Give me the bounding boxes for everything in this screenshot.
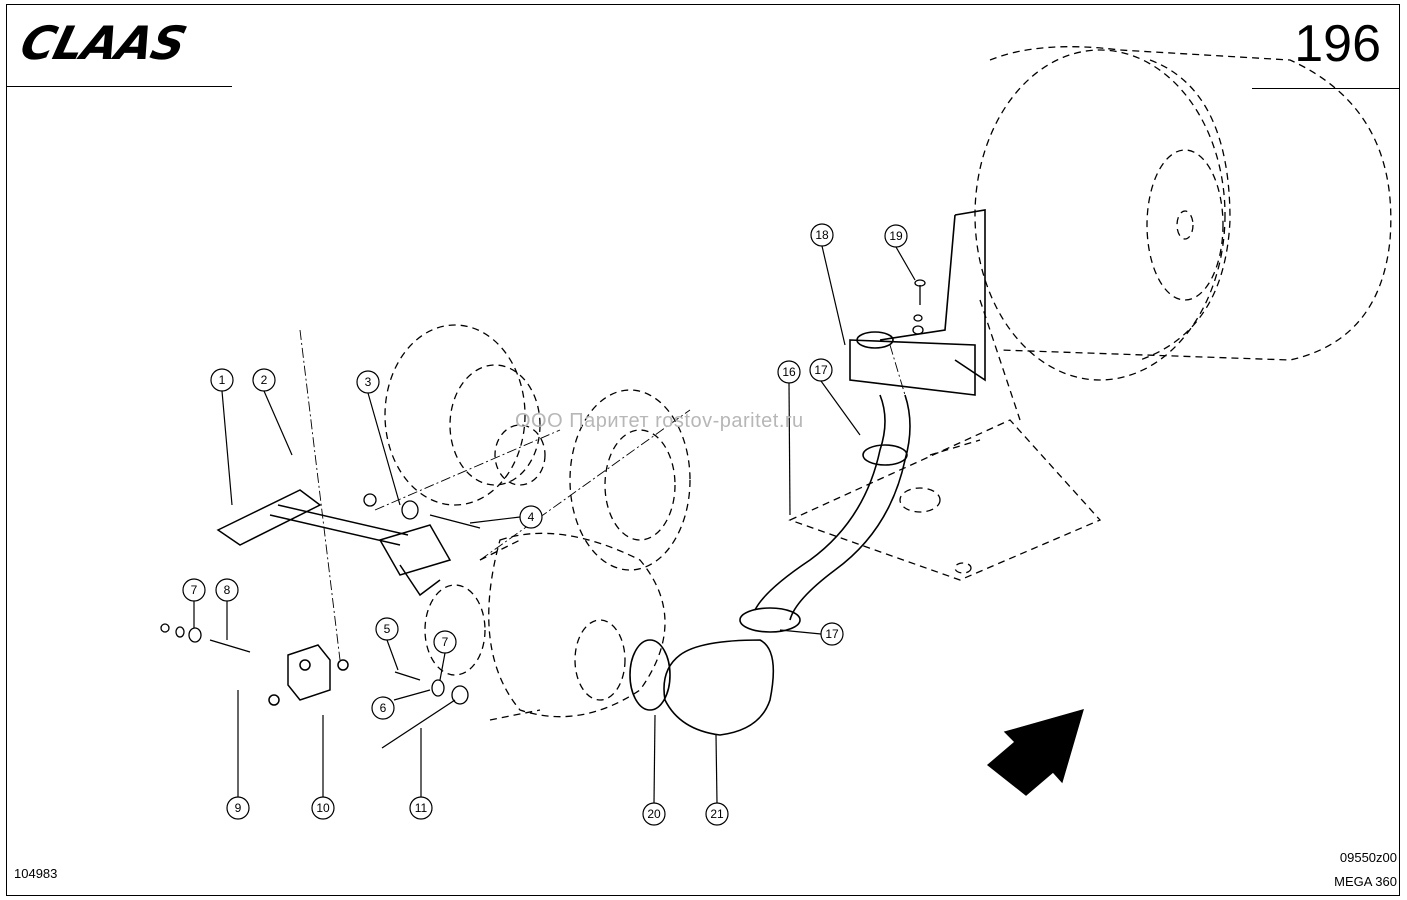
callout-21 — [705, 734, 729, 826]
callout-19-label: 19 — [889, 229, 903, 243]
callout-9 — [226, 690, 250, 820]
callout-4-label: 4 — [528, 510, 535, 524]
page-number: 196 — [1294, 15, 1381, 73]
brand-rule — [6, 86, 232, 87]
elbow-21 — [629, 639, 775, 736]
callout-20-label: 20 — [647, 807, 661, 821]
page-frame — [6, 4, 1400, 896]
rod-11 — [381, 685, 469, 749]
callout-9-label: 9 — [235, 801, 242, 815]
callout-6-label: 6 — [380, 701, 387, 715]
bolt-5 — [394, 671, 445, 697]
bracket-1 — [216, 489, 452, 597]
gearbox-housing — [424, 532, 666, 721]
callout-10 — [311, 715, 335, 820]
direction-arrow — [986, 709, 1084, 796]
frame-plate — [788, 299, 1102, 581]
model-name: MEGA 360 — [1334, 874, 1397, 889]
callout-7b-label: 7 — [442, 635, 449, 649]
callout-3-label: 3 — [365, 375, 372, 389]
bracket-18 — [849, 209, 986, 396]
callout-16-label: 16 — [782, 365, 796, 379]
callout-7a-label: 7 — [191, 583, 198, 597]
callout-19 — [884, 224, 916, 281]
callout-11 — [409, 728, 433, 820]
callout-5 — [375, 617, 399, 671]
callout-10-label: 10 — [316, 801, 330, 815]
callout-6 — [371, 689, 431, 720]
callout-8-label: 8 — [224, 583, 231, 597]
document-id: 104983 — [14, 866, 58, 881]
callout-7a — [182, 578, 206, 628]
callout-1 — [210, 368, 234, 506]
callout-18 — [810, 223, 846, 346]
bolt-8 — [160, 623, 251, 653]
block-10 — [268, 644, 349, 706]
callout-16 — [777, 360, 801, 516]
callout-1-label: 1 — [219, 373, 226, 387]
pulley-middle — [569, 389, 691, 571]
callout-5-label: 5 — [384, 622, 391, 636]
callout-4 — [469, 505, 543, 529]
callout-17a — [809, 358, 861, 436]
callout-8 — [215, 578, 239, 640]
callout-18-label: 18 — [815, 228, 829, 242]
callout-2-label: 2 — [261, 373, 268, 387]
callout-17a-label: 17 — [814, 363, 828, 377]
callout-2 — [252, 368, 293, 456]
rear-wheel — [974, 46, 1392, 381]
pulley-upper — [384, 324, 546, 506]
drawing-code: 09550z00 — [1339, 850, 1397, 865]
hose-16 — [739, 394, 911, 633]
callout-3 — [356, 370, 401, 506]
assembly-lines — [299, 329, 906, 661]
bolt-19 — [912, 279, 926, 335]
bolt-4 — [363, 493, 481, 529]
callout-17b — [779, 622, 844, 646]
callout-7b — [433, 630, 457, 681]
callout-11-label: 11 — [415, 801, 428, 815]
callout-17b-label: 17 — [825, 627, 839, 641]
page-rule — [1252, 88, 1400, 89]
watermark-text: ООО Паритет rostov-paritet.ru — [515, 410, 804, 432]
callout-21-label: 21 — [710, 807, 724, 821]
callout-20 — [642, 714, 666, 826]
